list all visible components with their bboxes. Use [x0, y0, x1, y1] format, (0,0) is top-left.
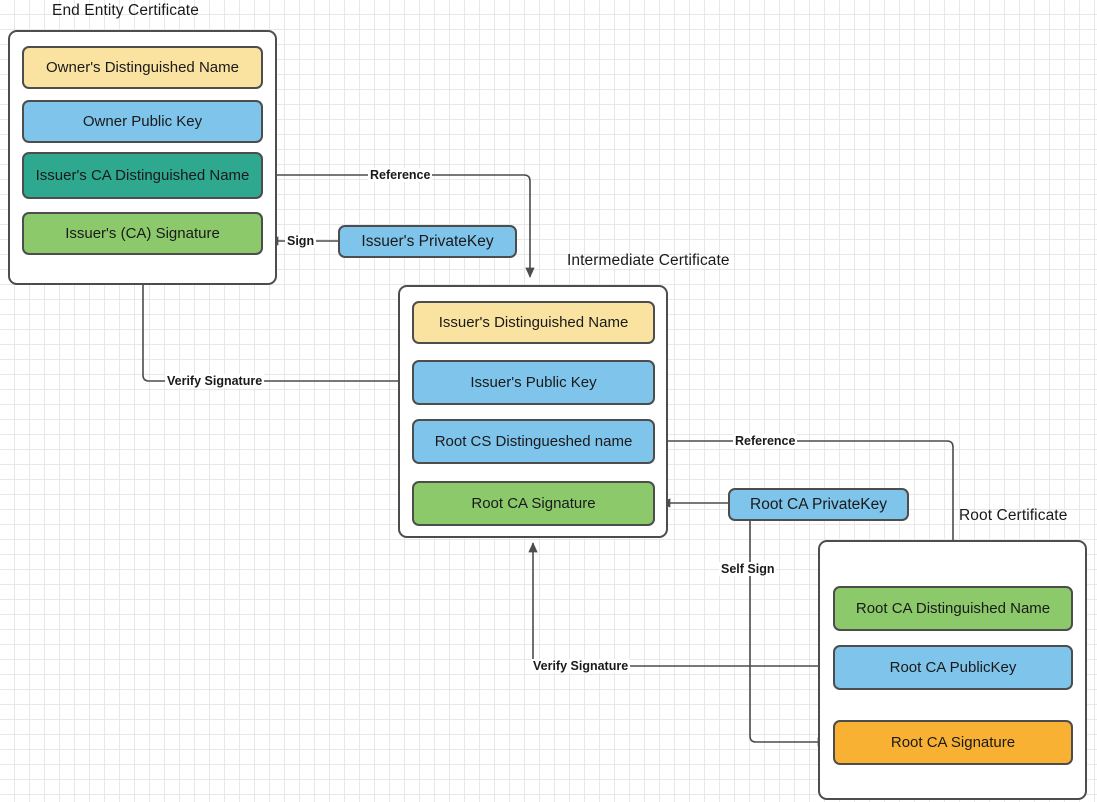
end-entity-field-owner-public-key[interactable]: Owner Public Key — [22, 100, 263, 143]
intermediate-field-root-cs-dn[interactable]: Root CS Distingueshed name — [412, 419, 655, 464]
edge-label-verify-signature-top: Verify Signature — [165, 374, 265, 388]
intermediate-field-issuer-dn[interactable]: Issuer's Distinguished Name — [412, 301, 655, 344]
issuer-private-key-box[interactable]: Issuer's PrivateKey — [338, 225, 517, 258]
edge-label-verify-signature-bottom: Verify Signature — [531, 659, 631, 673]
intermediate-title: Intermediate Certificate — [567, 252, 730, 269]
end-entity-field-issuer-signature[interactable]: Issuer's (CA) Signature — [22, 212, 263, 255]
edge-label-reference-top: Reference — [368, 168, 433, 182]
edge-label-self-sign: Self Sign — [719, 562, 777, 576]
root-field-root-ca-signature[interactable]: Root CA Signature — [833, 720, 1073, 765]
root-ca-private-key-box[interactable]: Root CA PrivateKey — [728, 488, 909, 521]
root-title: Root Certificate — [959, 507, 1068, 524]
edge-verify-signature-bottom — [528, 542, 833, 667]
edge-label-reference-bottom: Reference — [733, 434, 798, 448]
edge-label-sign: Sign — [285, 234, 317, 248]
end-entity-field-issuer-ca-dn[interactable]: Issuer's CA Distinguished Name — [22, 152, 263, 199]
edge-self-sign — [749, 521, 828, 747]
root-field-root-ca-dn[interactable]: Root CA Distinguished Name — [833, 586, 1073, 631]
intermediate-field-root-ca-signature[interactable]: Root CA Signature — [412, 481, 655, 526]
root-field-root-ca-public-key[interactable]: Root CA PublicKey — [833, 645, 1073, 690]
intermediate-field-issuer-public-key[interactable]: Issuer's Public Key — [412, 360, 655, 405]
end-entity-field-owner-dn[interactable]: Owner's Distinguished Name — [22, 46, 263, 89]
end-entity-title: End Entity Certificate — [52, 2, 199, 19]
